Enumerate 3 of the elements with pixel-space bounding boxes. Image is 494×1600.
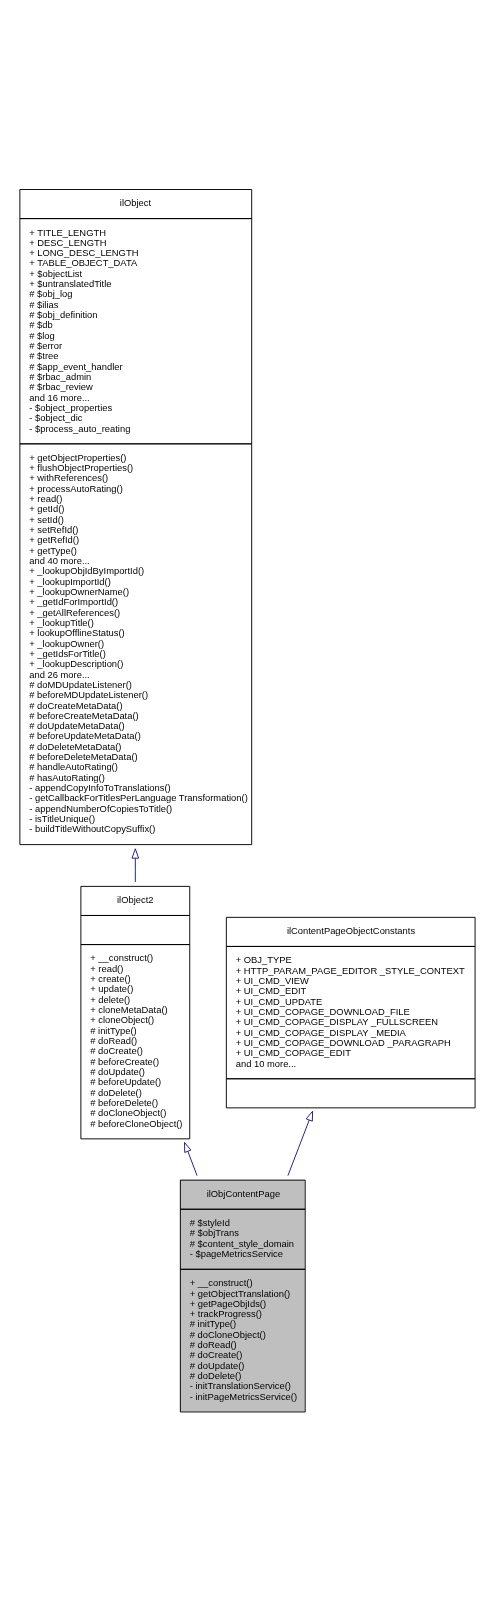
arrow <box>131 847 140 882</box>
arrow <box>184 1141 198 1176</box>
arrow <box>287 1110 314 1176</box>
